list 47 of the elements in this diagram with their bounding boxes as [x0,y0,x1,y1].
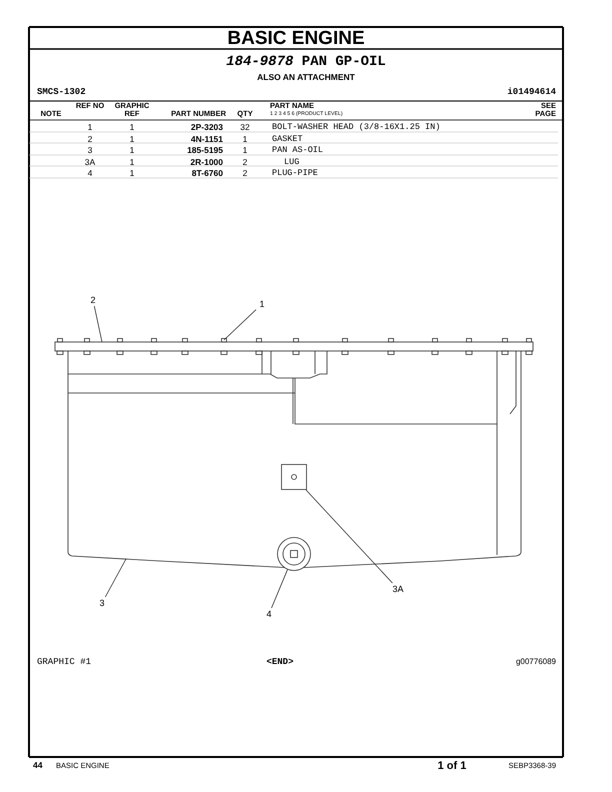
leader-line [224,309,256,340]
page-count: 1 of 1 [436,760,468,772]
page-number: 44 [33,761,44,770]
graphic-ref: 1 [128,123,136,132]
callout-number: 2 [87,294,99,306]
part-name: PLUG-PIPE [272,169,319,178]
callout-number: 4 [263,608,275,620]
callout-number: 3A [390,583,406,595]
end-marker: <END> [265,658,294,668]
ref-number: 3 [86,146,94,156]
part-name: PAN AS-OIL [272,146,324,156]
leader-line [94,306,102,342]
lug-drawing [281,464,307,490]
illustration-id: i01494614 [506,88,556,98]
quantity: 32 [239,123,251,132]
quantity: 1 [242,134,248,144]
graphic-id: g00776089 [514,658,556,667]
graphic-ref: 1 [128,158,136,167]
part-group-heading: 184-9878 PAN GP-OIL [225,55,387,70]
graphic-ref: 1 [128,146,136,156]
drain-plug-drawing [277,537,311,571]
ref-number: 1 [86,123,94,132]
ref-number: 4 [86,169,94,178]
graphic-ref: 1 [128,134,136,144]
graphic-ref: 1 [128,169,136,178]
part-name: LUG [284,158,300,167]
leader-line [104,558,126,598]
quantity: 2 [242,169,248,178]
part-number: 2P-3203 [190,123,223,132]
part-name: BOLT-WASHER HEAD (3/8-16X1.25 IN) [272,123,442,132]
part-number: 4N-1151 [190,134,223,144]
page-title: BASIC ENGINE [226,29,366,50]
part-name: GASKET [272,134,304,144]
part-number: 2R-1000 [189,158,223,167]
part-number: 185-5195 [186,146,223,156]
ref-number: 3A [84,158,96,167]
ref-number: 2 [86,134,94,144]
callout-number: 1 [256,298,268,310]
quantity: 2 [242,158,248,167]
callout-number: 3 [96,597,108,609]
subheading: ALSO AN ATTACHMENT [256,73,356,82]
graphic-number: GRAPHIC #1 [37,658,92,668]
quantity: 1 [242,146,248,156]
part-number: 8T-6760 [190,169,223,178]
leader-line [306,490,393,584]
leader-line [271,569,288,608]
smcs-code: SMCS-1302 [37,88,87,98]
